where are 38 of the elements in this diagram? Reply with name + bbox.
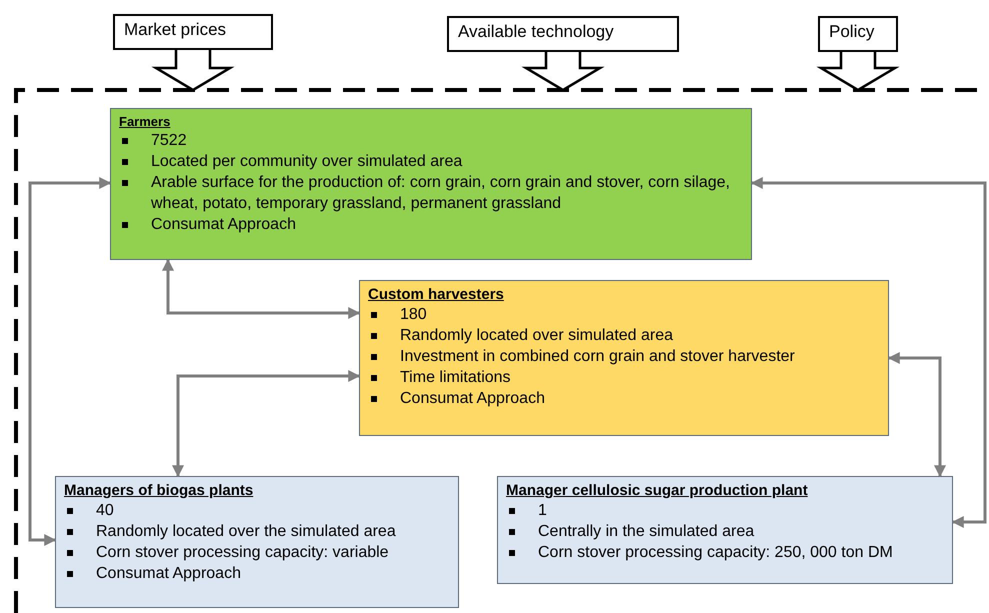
- bullet-text: 40: [96, 502, 114, 519]
- bullet-text: Corn stover processing capacity: variable: [96, 544, 389, 561]
- connector-arrow: [172, 370, 360, 478]
- input-box: [447, 16, 679, 52]
- block-arrow: [521, 50, 605, 92]
- bullet-text: Investment in combined corn grain and stover harvester: [400, 348, 795, 365]
- bullet-text: Randomly located over the simulated area: [96, 523, 396, 540]
- bullet-text: Located per community over simulated area: [151, 153, 462, 170]
- bullet-text: Time limitations: [400, 369, 511, 386]
- input-box: [113, 14, 273, 50]
- input-label: Policy: [829, 22, 874, 41]
- block-arrow: [816, 50, 900, 92]
- connector-arrow: [162, 258, 360, 319]
- bullet-text: Randomly located over simulated area: [400, 327, 674, 344]
- agent-heading: Farmers: [119, 114, 170, 129]
- agent-box: [497, 476, 953, 584]
- bullet-text: Arable surface for the production of: corn grain, corn grain and stover, corn silage, wheat, potato, temporary grassland, permanent grassland: [151, 174, 730, 212]
- agent-box: [359, 280, 889, 436]
- input-box: [818, 16, 898, 52]
- input-label: Market prices: [124, 20, 226, 39]
- bullet-text: Consumat Approach: [151, 216, 296, 233]
- bullet-text: Consumat Approach: [400, 390, 545, 407]
- agent-heading: Custom harvesters: [368, 286, 504, 303]
- bullet-text: 7522: [151, 132, 187, 149]
- agent-box: [110, 108, 752, 260]
- agent-box: [55, 476, 459, 608]
- bullet-text: Consumat Approach: [96, 565, 241, 582]
- connector-arrow: [750, 177, 986, 528]
- bullet-text: Centrally in the simulated area: [538, 523, 754, 540]
- block-arrow: [151, 48, 235, 92]
- agent-heading: Managers of biogas plants: [64, 482, 254, 499]
- connector-arrow: [888, 352, 946, 478]
- agent-heading: Manager cellulosic sugar production plant: [506, 482, 808, 499]
- bullet-text: 1: [538, 502, 547, 519]
- bullet-text: 180: [400, 306, 427, 323]
- bullet-text: Corn stover processing capacity: 250, 000 ton DM: [538, 544, 893, 561]
- input-label: Available technology: [458, 22, 614, 41]
- connector-arrow: [28, 177, 112, 546]
